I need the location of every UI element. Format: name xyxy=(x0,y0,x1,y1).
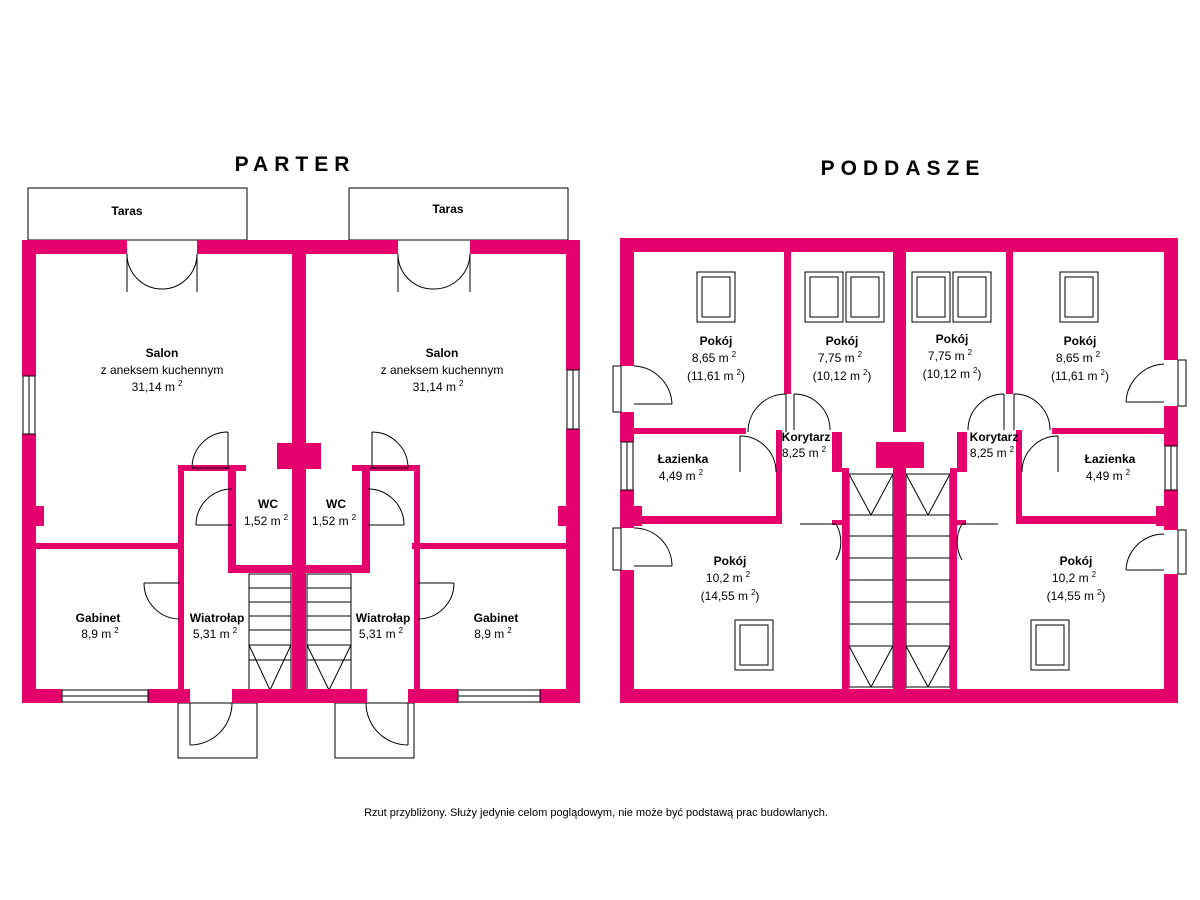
staircase-attic-right xyxy=(905,473,951,688)
gabinet-left-name: Gabinet xyxy=(76,611,121,625)
gabinet-right-name: Gabinet xyxy=(474,611,519,625)
korytarz-right-name: Korytarz xyxy=(970,430,1019,444)
poddasze-plan: Pokój 8,65 m2 (11,61 m2) Pokój 7,75 m2 (… xyxy=(612,238,1187,703)
terrace-right xyxy=(348,187,569,241)
parter-title: PARTER xyxy=(235,153,356,176)
salon-right-name2: z aneksem kuchennym xyxy=(381,363,504,377)
salon-left-name: Salon xyxy=(146,346,179,360)
poddasze-walls xyxy=(620,238,1178,703)
parter-windows xyxy=(22,369,580,703)
pokoj-2-name: Pokój xyxy=(826,334,859,348)
entrance-box-right xyxy=(334,702,415,759)
terrace-left xyxy=(27,187,248,241)
parter-doors xyxy=(126,253,471,746)
wc-right-name: WC xyxy=(326,497,346,511)
terrace-right-label: Taras xyxy=(432,202,463,216)
staircase-attic-left xyxy=(848,473,894,688)
salon-right-name: Salon xyxy=(426,346,459,360)
wiatrolap-right-name: Wiatrołap xyxy=(356,611,411,625)
wc-left-name: WC xyxy=(258,497,278,511)
terrace-left-label: Taras xyxy=(111,204,142,218)
staircase-right xyxy=(306,573,352,691)
pokoj-5-name: Pokój xyxy=(714,554,747,568)
parter-plan: Taras Taras Salon z aneksem kuchennym 31… xyxy=(22,187,580,759)
pokoj-6-name: Pokój xyxy=(1060,554,1093,568)
poddasze-doors xyxy=(612,359,1187,575)
poddasze-title: PODDASZE xyxy=(821,157,986,180)
lazienka-right-name: Łazienka xyxy=(1085,452,1136,466)
korytarz-left-name: Korytarz xyxy=(782,430,831,444)
pokoj-3-name: Pokój xyxy=(936,332,969,346)
salon-left-name2: z aneksem kuchennym xyxy=(101,363,224,377)
staircase-left xyxy=(248,573,292,691)
poddasze-windows xyxy=(620,271,1178,671)
disclaimer-note: Rzut przybliżony. Służy jedynie celom po… xyxy=(364,807,828,819)
lazienka-left-name: Łazienka xyxy=(658,452,709,466)
pokoj-4-name: Pokój xyxy=(1064,334,1097,348)
parter-walls xyxy=(22,240,580,703)
entrance-box-left xyxy=(177,702,258,759)
pokoj-1-name: Pokój xyxy=(700,334,733,348)
wiatrolap-left-name: Wiatrołap xyxy=(190,611,245,625)
